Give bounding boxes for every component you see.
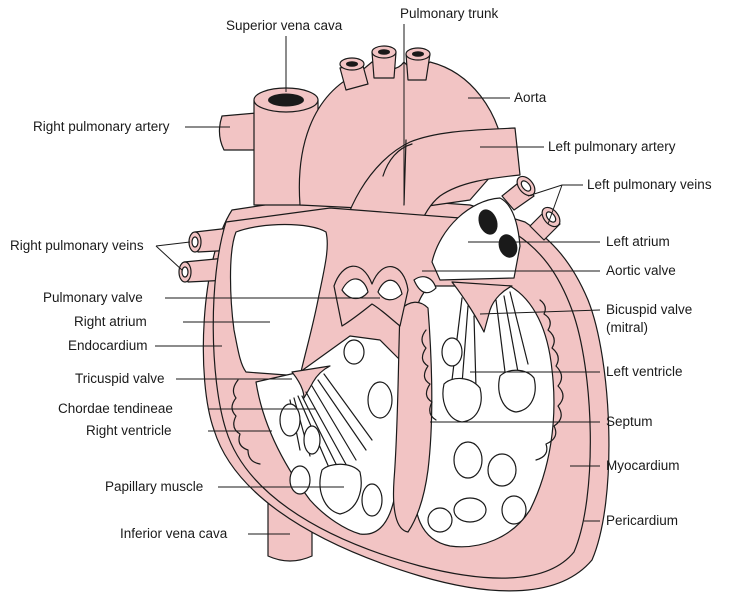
- label-aorta: Aorta: [514, 90, 547, 105]
- label-superior-vena-cava: Superior vena cava: [226, 18, 343, 33]
- label-left-ventricle: Left ventricle: [606, 364, 683, 379]
- label-right-ventricle: Right ventricle: [86, 423, 172, 438]
- label-pulmonary-valve: Pulmonary valve: [43, 290, 143, 305]
- label-bicuspid-valve: Bicuspid valve: [606, 302, 692, 317]
- label-pulmonary-trunk: Pulmonary trunk: [400, 6, 499, 21]
- label-left-pulmonary-veins: Left pulmonary veins: [587, 177, 712, 192]
- label-right-atrium: Right atrium: [74, 314, 147, 329]
- label-pericardium: Pericardium: [606, 513, 678, 528]
- label-right-pulmonary-veins: Right pulmonary veins: [10, 238, 144, 253]
- label-myocardium: Myocardium: [606, 458, 680, 473]
- label-inferior-vena-cava: Inferior vena cava: [120, 526, 228, 541]
- label-left-pulmonary-artery: Left pulmonary artery: [548, 139, 676, 154]
- label-bicuspid-valve-sub: (mitral): [606, 320, 648, 335]
- label-left-atrium: Left atrium: [606, 234, 670, 249]
- label-septum: Septum: [606, 414, 653, 429]
- label-aortic-valve: Aortic valve: [606, 263, 676, 278]
- label-chordae-tendineae: Chordae tendineae: [58, 401, 173, 416]
- label-tricuspid-valve: Tricuspid valve: [75, 371, 165, 386]
- label-endocardium: Endocardium: [68, 338, 148, 353]
- label-right-pulmonary-artery: Right pulmonary artery: [33, 119, 170, 134]
- heart-illustration: [179, 46, 609, 591]
- label-papillary-muscle: Papillary muscle: [105, 479, 203, 494]
